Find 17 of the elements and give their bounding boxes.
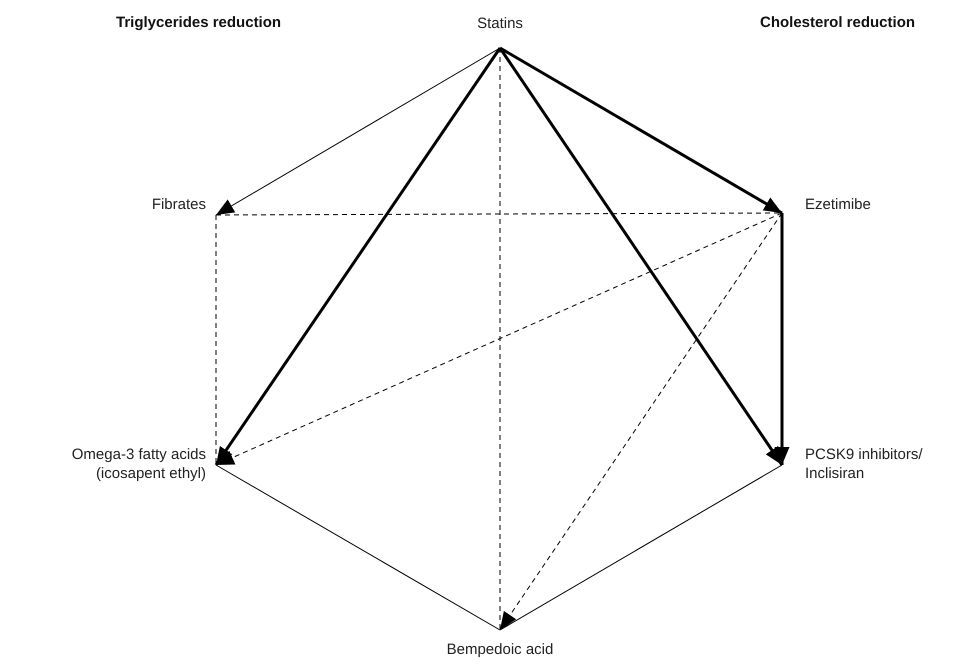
drug-label: Bempedoic acid xyxy=(410,640,590,659)
group-heading: Triglycerides reduction xyxy=(116,14,282,31)
arrow xyxy=(216,48,500,216)
group-heading: Cholesterol reduction xyxy=(760,14,916,31)
drug-label: Ezetimibe xyxy=(805,195,925,214)
arrow xyxy=(774,213,790,465)
arrow xyxy=(499,46,783,214)
arrow xyxy=(214,47,502,466)
arrow xyxy=(216,212,782,466)
arrow xyxy=(500,212,782,630)
connector-line xyxy=(500,464,782,630)
drug-label: Fibrates xyxy=(86,195,206,214)
connector-line xyxy=(216,464,500,630)
drug-label: PCSK9 inhibitors/ Inclisiran xyxy=(805,445,955,483)
arrow xyxy=(498,47,784,466)
drug-label: Omega-3 fatty acids (icosapent ethyl) xyxy=(6,445,206,483)
drug-label: Statins xyxy=(440,14,560,33)
